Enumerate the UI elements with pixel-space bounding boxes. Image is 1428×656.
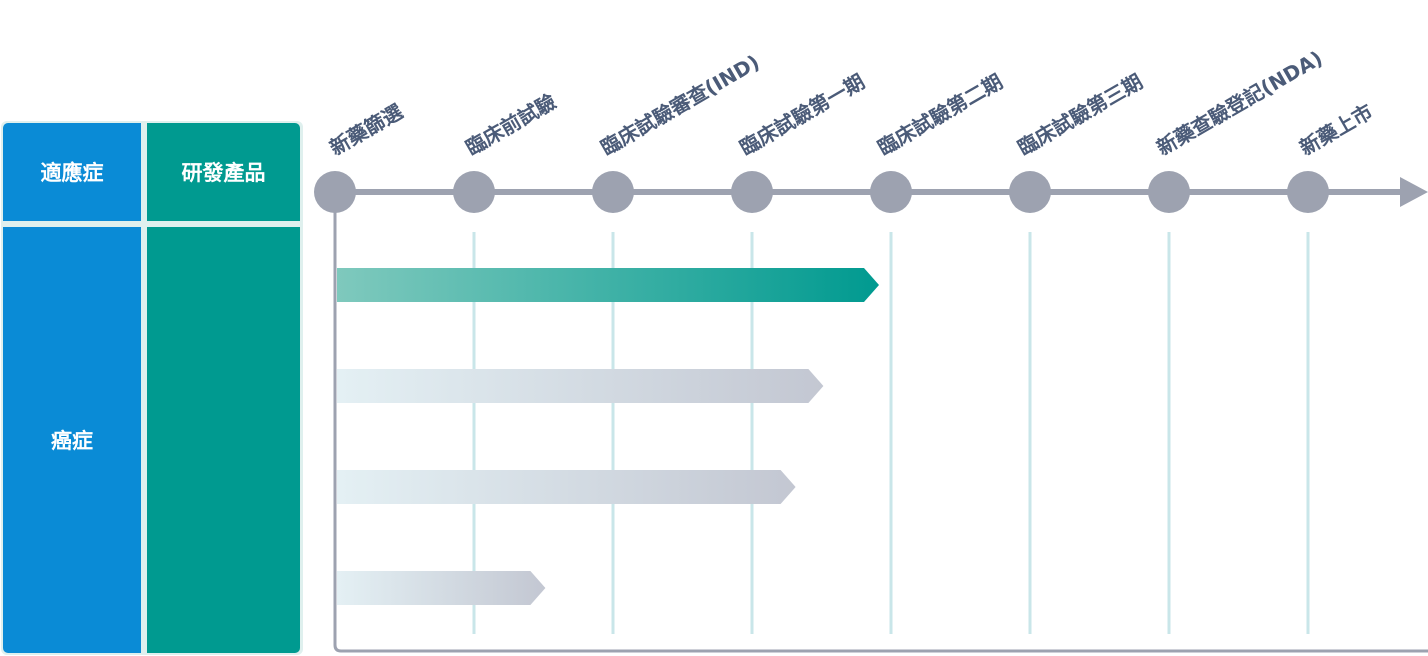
timeline-arrowhead [1400, 177, 1428, 207]
header-product: 研發產品 [147, 123, 300, 221]
stage-node [1287, 171, 1329, 213]
pipeline-bar [337, 470, 796, 504]
indication-cancer: 癌症 [3, 227, 141, 653]
stage-node [731, 171, 773, 213]
stage-node [1148, 171, 1190, 213]
header-indication: 適應症 [3, 123, 141, 221]
chart-frame [333, 192, 1428, 653]
stage-node [870, 171, 912, 213]
stage-node [453, 171, 495, 213]
product-cell [147, 227, 300, 653]
pipeline-bar [337, 571, 546, 605]
stage-node [592, 171, 634, 213]
pipeline-bar [337, 369, 824, 403]
pipeline-bar [337, 268, 879, 302]
stage-node [314, 171, 356, 213]
stage-node [1009, 171, 1051, 213]
